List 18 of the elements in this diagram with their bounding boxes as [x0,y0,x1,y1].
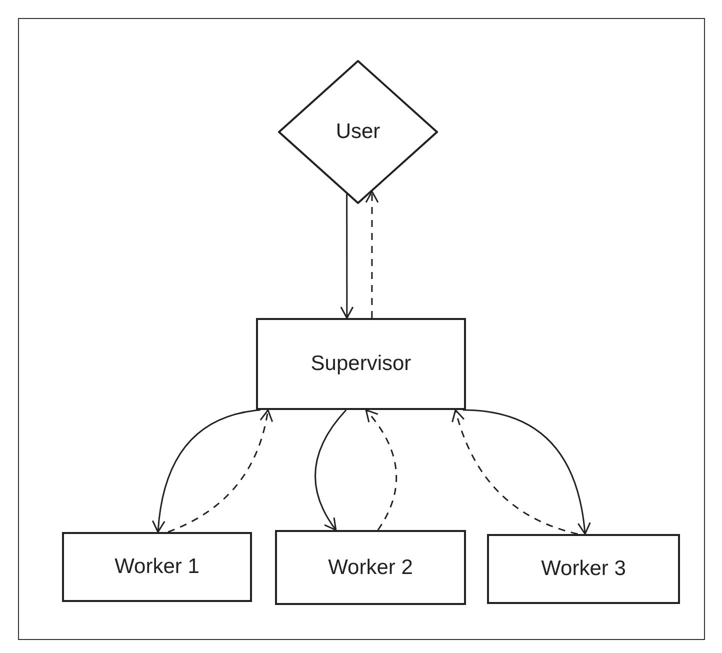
arrow [152,409,260,533]
arrow [314,410,347,531]
arrow [365,190,379,318]
node-label: User [336,119,380,146]
process-box [275,530,466,605]
node-label: Worker 1 [114,554,200,580]
process-box [487,534,680,604]
arrow [365,409,398,530]
node-label: Worker 3 [541,556,626,582]
node-label: Supervisor [310,351,412,378]
process-box [256,318,466,410]
arrow [168,409,273,533]
arrow [340,194,354,319]
arrow [452,409,578,535]
arrow [462,409,590,535]
node-label: Worker 2 [328,554,413,581]
decision-diamond [278,60,438,204]
process-box [62,532,252,602]
